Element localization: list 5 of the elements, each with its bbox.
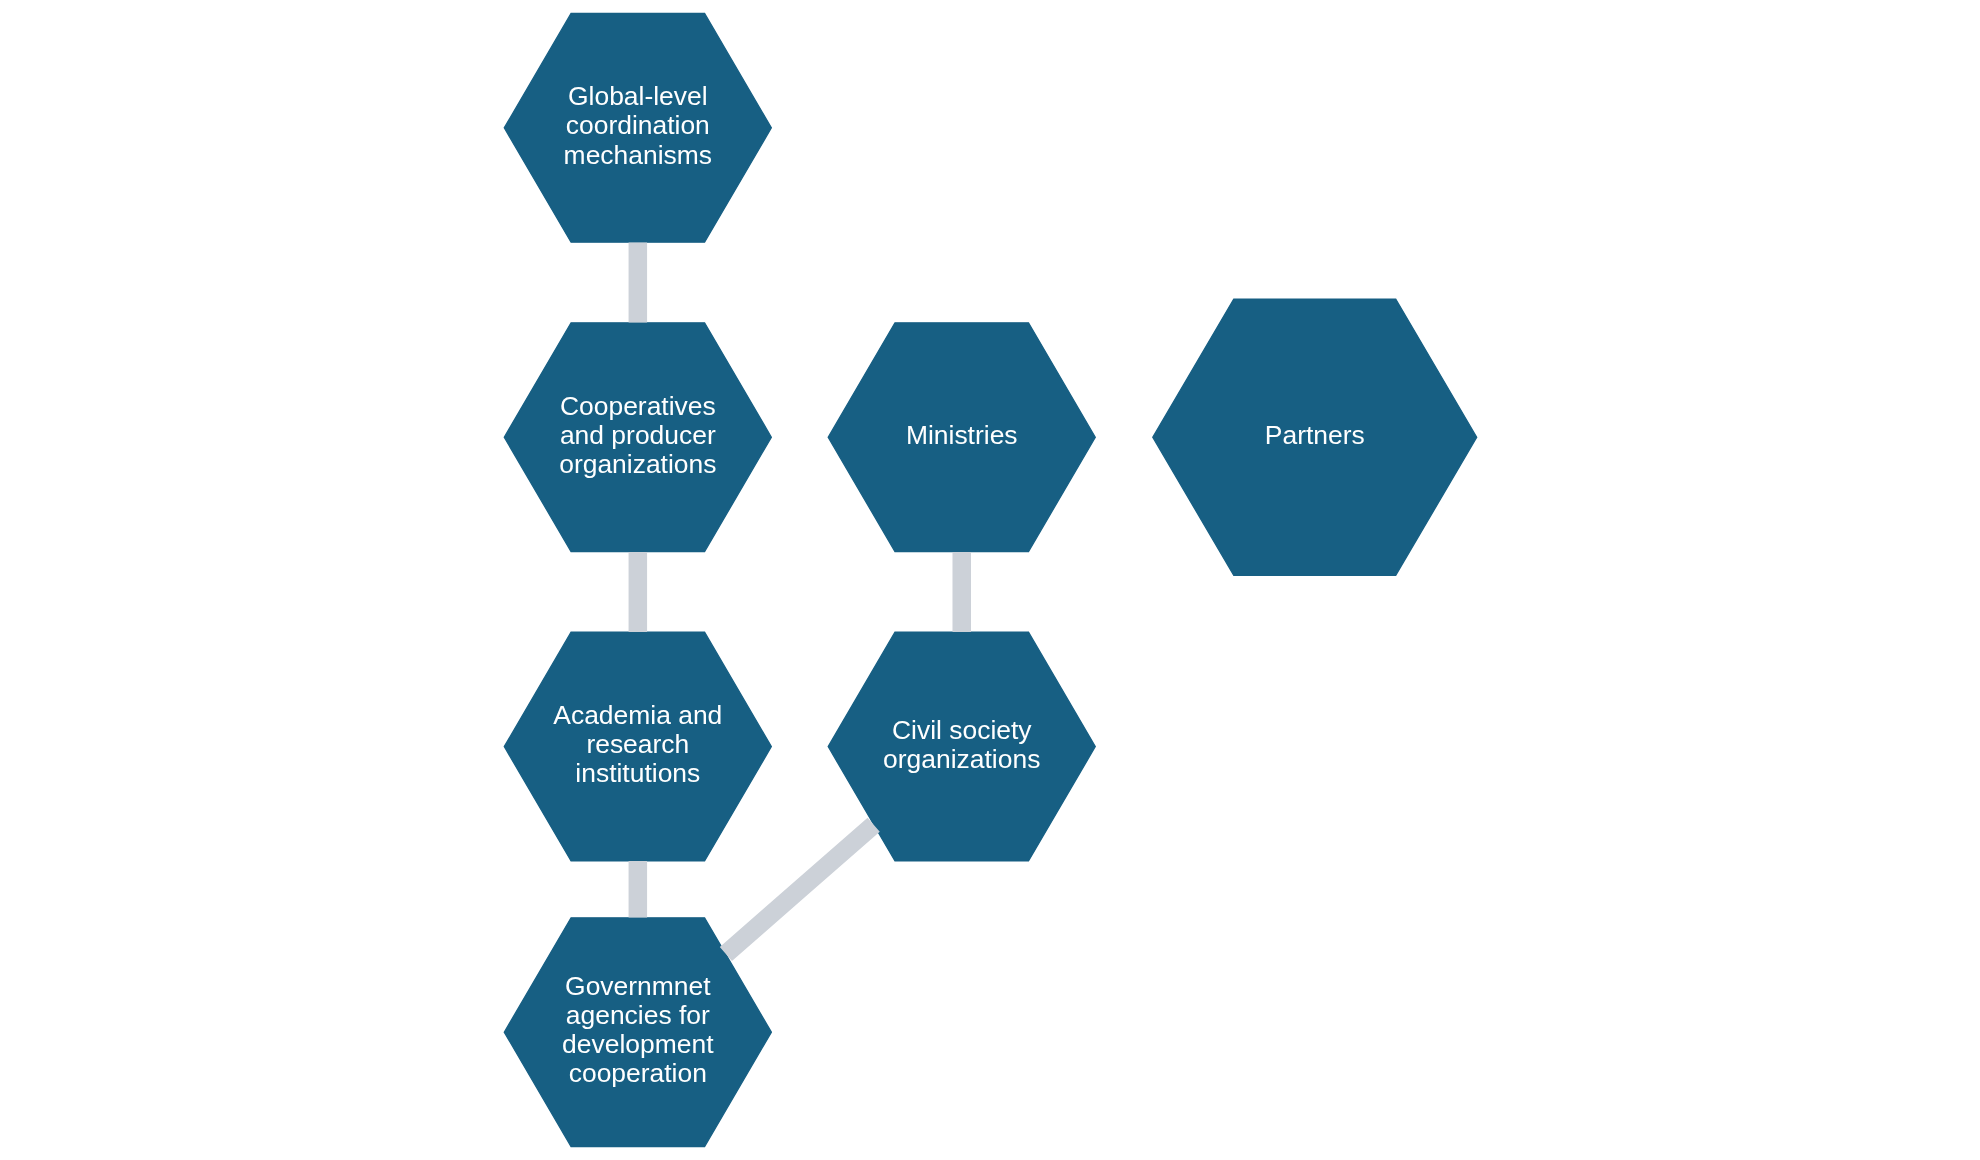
connector bbox=[628, 860, 647, 918]
connector bbox=[628, 242, 647, 323]
connector bbox=[719, 817, 880, 961]
connector bbox=[628, 551, 647, 632]
connector bbox=[952, 551, 971, 632]
